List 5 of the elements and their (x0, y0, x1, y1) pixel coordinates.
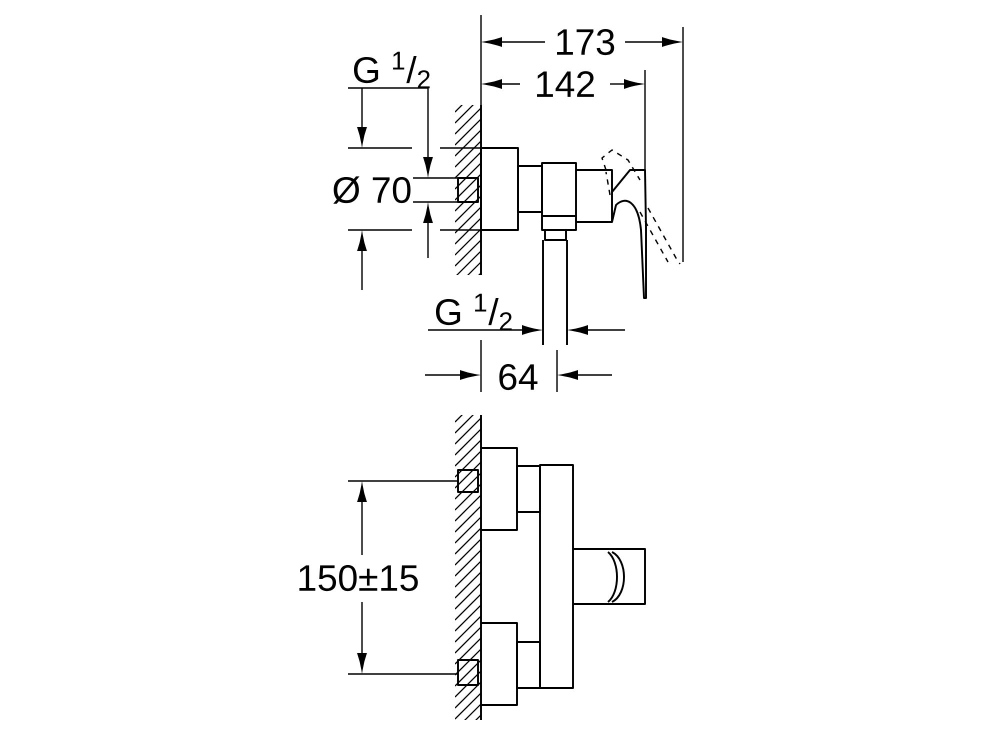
dimension-label: 142 (537, 71, 594, 97)
dimension-label: 150±15 (299, 564, 418, 592)
dimension-label: 173 (557, 28, 614, 56)
dimension-label: 64 (499, 364, 538, 390)
dimension-label: Ø 70 (333, 176, 411, 204)
